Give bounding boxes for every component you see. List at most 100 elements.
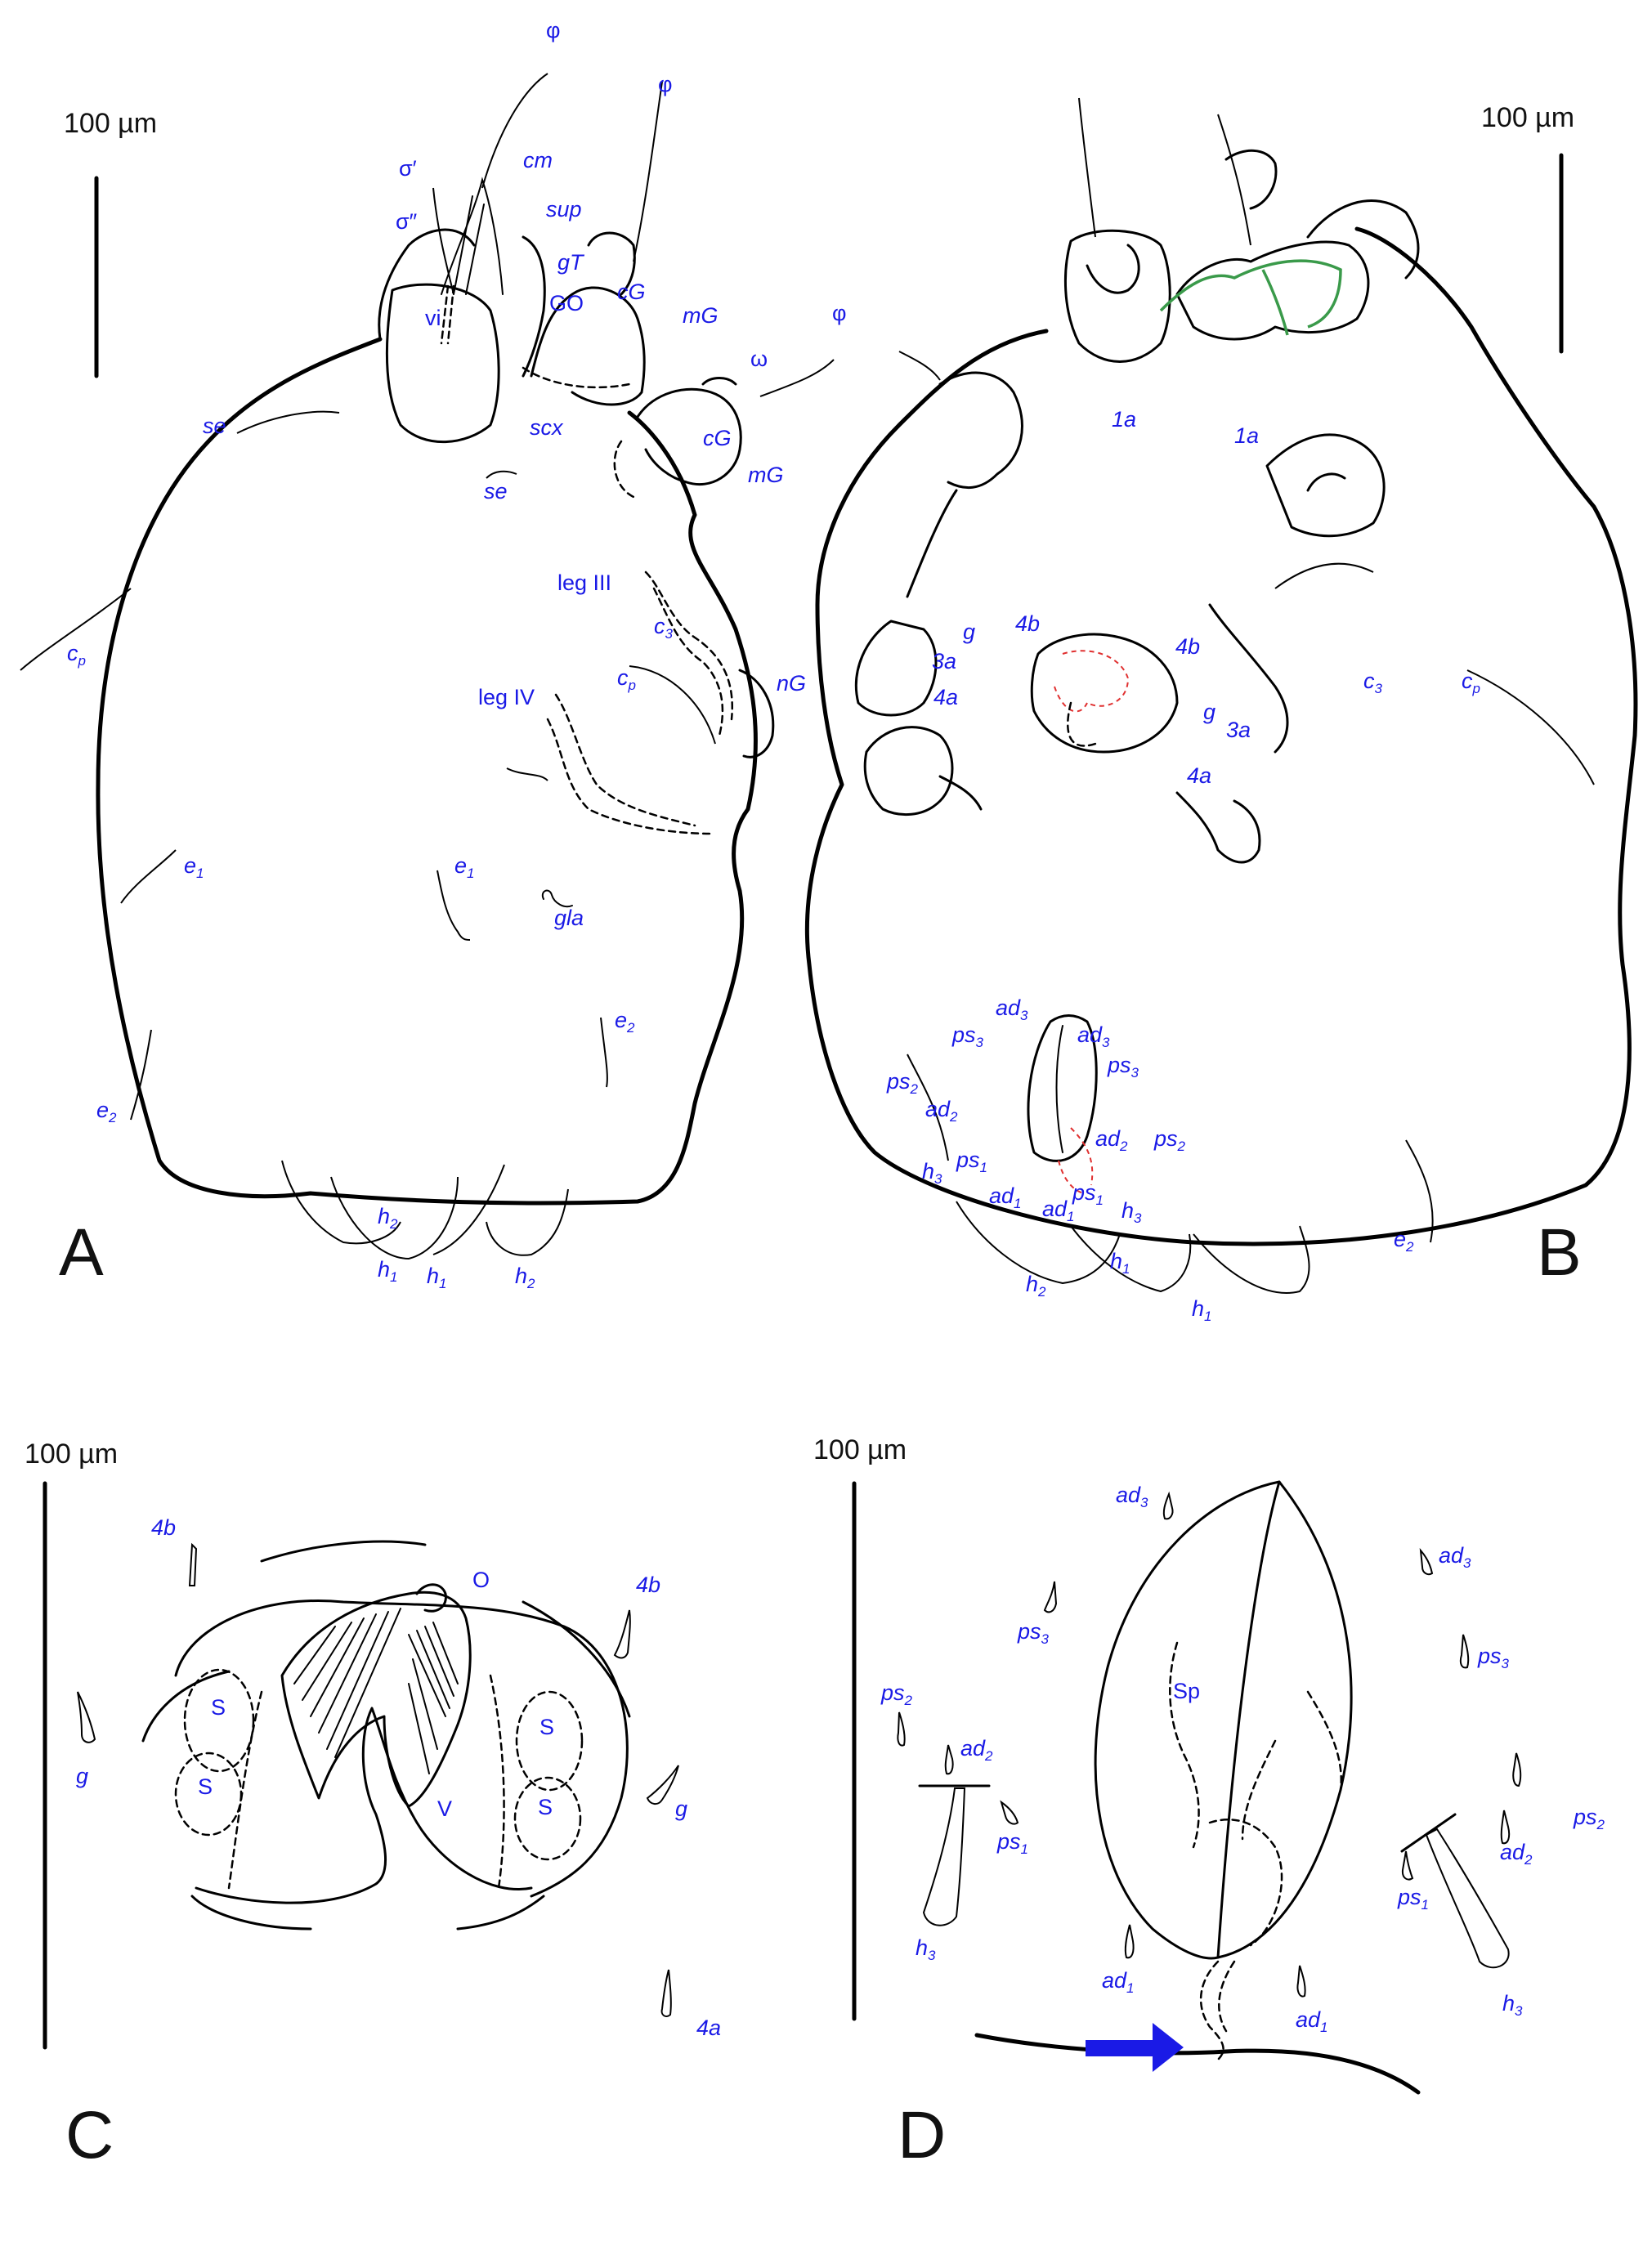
seta-ps2-l-d <box>897 1711 906 1747</box>
seta-ad3-l-d <box>1162 1491 1174 1520</box>
gland-gla-a <box>541 889 573 908</box>
seta-e2b-a <box>600 1017 608 1088</box>
sp-dash-1-d <box>1169 1641 1200 1849</box>
label-4b-r-c: 4b <box>636 1573 660 1597</box>
genital-v-c <box>195 1707 533 1904</box>
label-4a-r-b: 4a <box>1187 763 1211 788</box>
coxa-dash-a <box>522 366 631 389</box>
label-ps2-l-b: ps2 <box>886 1069 919 1097</box>
panel-letter-b: B <box>1537 1215 1582 1290</box>
label-ps3-r-d: ps3 <box>1477 1644 1510 1671</box>
panel-letter-c: C <box>65 2098 114 2172</box>
label-ad1-r-d: ad1 <box>1296 2007 1328 2035</box>
label-ad3-r-d: ad3 <box>1439 1543 1471 1571</box>
label-phi3-a: φ <box>832 301 847 325</box>
leg-ii-a <box>636 377 742 486</box>
chelicera-a <box>385 283 500 444</box>
seta-cp2-a <box>629 665 716 745</box>
label-g-l-c: g <box>76 1764 88 1788</box>
label-ad2-l-d: ad2 <box>960 1736 993 1764</box>
coxa2-dash-a <box>613 440 639 500</box>
palp-b <box>1086 244 1140 294</box>
ovipositor-area-c <box>280 1591 472 1808</box>
label-h1b-a: h1 <box>427 1264 447 1291</box>
label-cp1-a: cp <box>67 641 86 669</box>
label-ad1-r-b: ad1 <box>1042 1197 1075 1224</box>
seta-ps3-r-d <box>1459 1634 1470 1669</box>
label-e2a-a: e2 <box>96 1098 117 1125</box>
seta-ad3-r-d <box>1419 1547 1434 1576</box>
label-e1a-a: e1 <box>184 853 204 881</box>
seta-sigma-a <box>432 187 454 295</box>
green-detail-b <box>1159 259 1342 336</box>
anal-slit-d <box>1216 1480 1281 1959</box>
seta-e1b-a <box>437 870 471 941</box>
label-cg1-a: cG <box>617 280 646 304</box>
label-ps1-r-d: ps1 <box>1397 1885 1429 1913</box>
sp-dash-5-d <box>1199 1960 1236 2061</box>
label-ps3-l-b: ps3 <box>951 1022 984 1050</box>
seta-h3l-b <box>907 1054 949 1161</box>
red-genital2-b <box>1054 686 1088 713</box>
label-v-c: V <box>437 1796 452 1821</box>
seta-b3 <box>898 351 941 381</box>
seta-e2a-a <box>130 1029 152 1121</box>
scale-label-d: 100 µm <box>813 1434 907 1465</box>
sp-dash-3-d <box>1306 1690 1342 1792</box>
panel-d: 100 µm ad3 ad3 ps3 ps3 ps2 ad2 Sp ps1 ad… <box>813 1434 1605 2172</box>
leg-i-b <box>1175 240 1370 341</box>
label-ad3-l-b: ad3 <box>996 995 1028 1023</box>
anal-plate-b <box>1027 1014 1098 1162</box>
seta-phi3-a <box>759 359 835 397</box>
seta-phi2-a <box>633 81 663 262</box>
label-ad1-l-d: ad1 <box>1102 1968 1135 1996</box>
label-ad1-l-b: ad1 <box>989 1183 1022 1211</box>
body-outline-b <box>804 226 1638 1246</box>
inner-dash-c <box>227 1674 505 1890</box>
label-h2-b: h2 <box>1026 1272 1046 1300</box>
label-s3-c: S <box>539 1715 554 1739</box>
label-scx-a: scx <box>530 415 564 440</box>
seta-h1a-b <box>1070 1225 1192 1293</box>
seta-h3-l-d <box>922 1787 966 1926</box>
red-anal-b <box>1058 1127 1094 1194</box>
seta-cp-b <box>1466 669 1595 785</box>
label-ad3-l-d: ad3 <box>1116 1483 1148 1510</box>
genital-outer-c <box>174 1599 629 1898</box>
seta-h1b-b <box>1193 1225 1310 1294</box>
palp-a <box>441 177 504 295</box>
gnathosoma-a <box>378 228 546 378</box>
leg-leftlow-b <box>863 726 983 817</box>
label-h3-l-b: h3 <box>922 1159 942 1187</box>
label-c3-a: c3 <box>654 614 674 642</box>
label-gt-a: gT <box>557 250 585 275</box>
anal-midline-b <box>1055 1025 1063 1153</box>
panel-c: 100 µm 4b 4b O S S S S V g g 4a C <box>25 1438 721 2172</box>
leg-iii-outline-a <box>644 570 733 737</box>
label-cm-a: cm <box>523 148 553 172</box>
label-e2b-a: e2 <box>615 1008 635 1036</box>
label-ad3-r-b: ad3 <box>1077 1022 1110 1050</box>
seta-g-r-c <box>646 1765 679 1805</box>
label-ad2-r-b: ad2 <box>1095 1126 1128 1154</box>
label-s2-c: S <box>198 1774 213 1799</box>
label-o-c: O <box>472 1568 490 1592</box>
label-h2a-a: h2 <box>378 1204 398 1232</box>
label-h3-r-d: h3 <box>1502 1991 1523 2019</box>
seta-ad1-l-d <box>1124 1924 1135 1959</box>
label-go-a: GO <box>549 291 584 315</box>
label-ps2-r-d: ps2 <box>1573 1805 1605 1832</box>
label-se2-a: se <box>484 479 508 503</box>
label-s4-c: S <box>538 1795 553 1819</box>
sp-dash-4-d <box>1208 1819 1283 1947</box>
dash-genital-b <box>1067 701 1097 747</box>
body-margin-d <box>974 2033 1421 2095</box>
label-e1b-a: e1 <box>454 853 475 881</box>
label-3a-r-b: 3a <box>1226 718 1251 742</box>
label-4b-r-b: 4b <box>1175 634 1200 659</box>
label-g-l-b: g <box>963 620 975 644</box>
panel-letter-d: D <box>898 2098 946 2172</box>
label-ps2-l-d: ps2 <box>880 1680 913 1708</box>
